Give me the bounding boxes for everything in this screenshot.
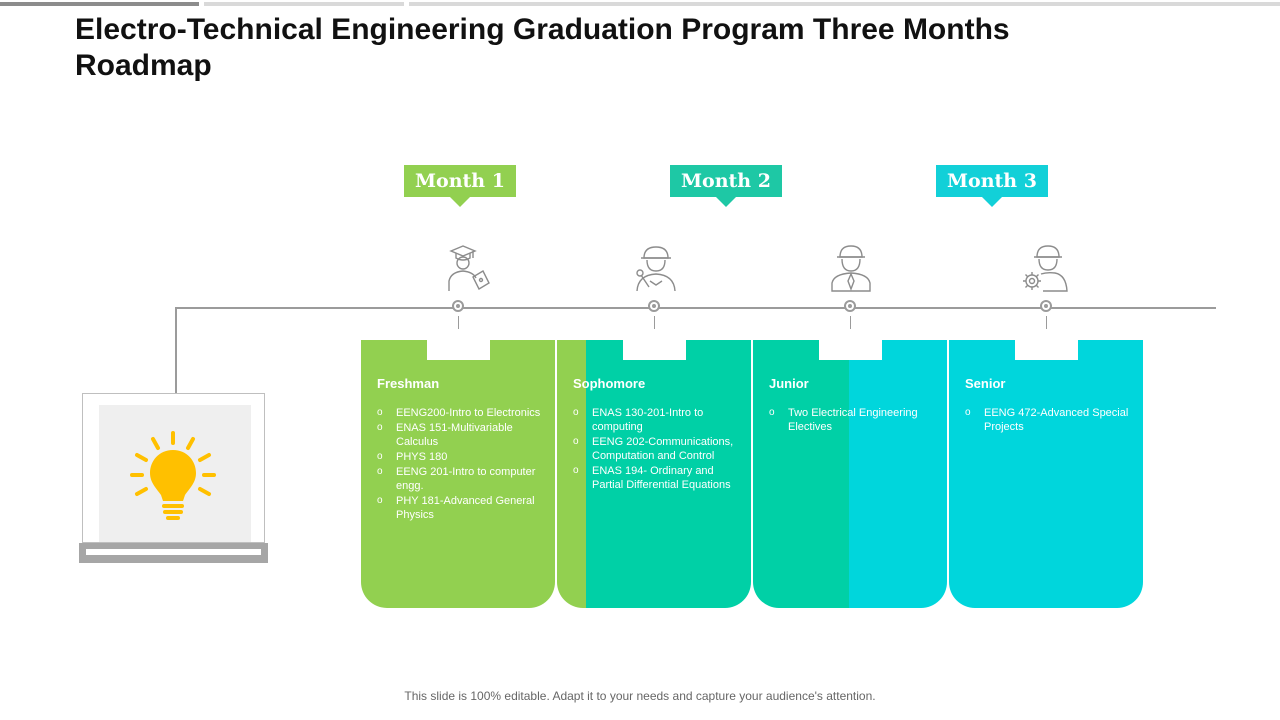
slide-title: Electro-Technical Engineering Graduation…: [75, 13, 1010, 82]
slide-footer: This slide is 100% editable. Adapt it to…: [404, 689, 876, 703]
engineer-wrench-icon: [636, 246, 676, 292]
top-bar-long: [409, 2, 1280, 6]
stage-card-sophomore: Sophomore ENAS 130-201-Intro to computin…: [557, 340, 751, 608]
card-notch: [819, 340, 882, 360]
top-bar-dark: [0, 2, 199, 6]
card-notch: [427, 340, 490, 360]
timeline-tick-3: [850, 316, 851, 329]
graduate-icon: [448, 245, 490, 291]
list-item: ENAS 194- Ordinary and Partial Different…: [573, 464, 741, 492]
list-item: PHYS 180: [377, 450, 545, 464]
laptop-base: [79, 543, 268, 563]
timeline-tick-1: [458, 316, 459, 329]
list-item: ENAS 151-Multivariable Calculus: [377, 421, 545, 449]
stage-title: Senior: [965, 376, 1006, 391]
top-bar-mid: [204, 2, 404, 6]
stage-title: Sophomore: [573, 376, 646, 391]
list-item: Two Electrical Engineering Electives: [769, 406, 937, 434]
stage-card-freshman: Freshman EENG200-Intro to Electronics EN…: [361, 340, 555, 608]
month-2-flag: Month 2: [670, 165, 782, 207]
worker-hardhat-icon: [831, 245, 871, 292]
timeline-connector: [175, 307, 177, 393]
list-item: EENG 202-Communications, Computation and…: [573, 435, 741, 463]
list-item: EENG200-Intro to Electronics: [377, 406, 545, 420]
list-item: EENG 472-Advanced Special Projects: [965, 406, 1133, 434]
timeline-tick-2: [654, 316, 655, 329]
stage-title: Freshman: [377, 376, 440, 391]
stage-course-list: Two Electrical Engineering Electives: [769, 406, 937, 435]
timeline-tick-4: [1046, 316, 1047, 329]
month-3-flag: Month 3: [936, 165, 1048, 207]
timeline-node-4: [1040, 300, 1052, 312]
stage-title: Junior: [769, 376, 809, 391]
card-notch: [623, 340, 686, 360]
lightbulb-icon: [130, 431, 216, 520]
timeline-node-2: [648, 300, 660, 312]
stage-course-list: EENG 472-Advanced Special Projects: [965, 406, 1133, 435]
list-item: PHY 181-Advanced General Physics: [377, 494, 545, 522]
card-notch: [1015, 340, 1078, 360]
stage-course-list: EENG200-Intro to Electronics ENAS 151-Mu…: [377, 406, 545, 523]
list-item: EENG 201-Intro to computer engg.: [377, 465, 545, 493]
timeline-node-1: [452, 300, 464, 312]
list-item: ENAS 130-201-Intro to computing: [573, 406, 741, 434]
engineer-gear-icon: [1023, 245, 1068, 292]
stage-card-junior: Junior Two Electrical Engineering Electi…: [753, 340, 947, 608]
stage-card-senior: Senior EENG 472-Advanced Special Project…: [949, 340, 1143, 608]
timeline-node-3: [844, 300, 856, 312]
month-1-flag: Month 1: [404, 165, 516, 207]
stage-course-list: ENAS 130-201-Intro to computing EENG 202…: [573, 406, 741, 493]
timeline-line: [175, 307, 1216, 309]
